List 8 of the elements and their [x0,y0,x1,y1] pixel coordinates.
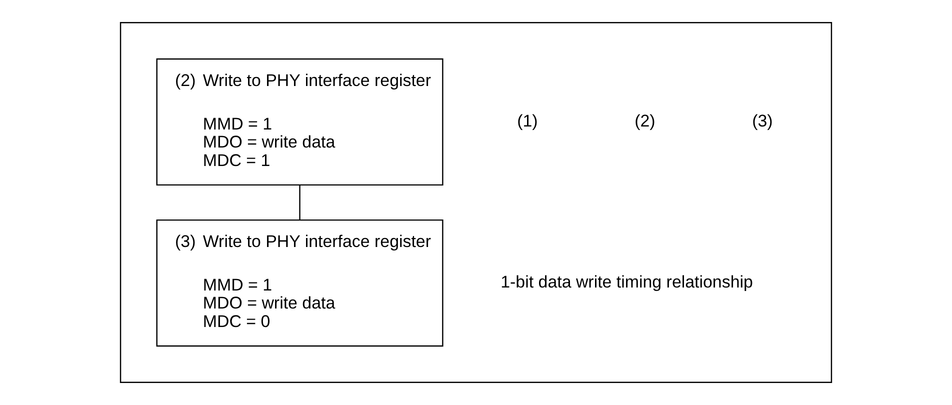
label: (2) [634,111,656,130]
node-box: (3) Write to PHY interface register MMD = 1 MDO = write data MDC = 0 [156,219,444,347]
label: (1) [517,111,538,130]
cluster [120,22,832,383]
label: 1-bit data write timing relationship [500,272,753,292]
connector [299,184,300,220]
node-box: (2) Write to PHY interface register MMD = 1 MDO = write data MDC = 1 [156,58,444,186]
label: (3) [752,111,773,130]
